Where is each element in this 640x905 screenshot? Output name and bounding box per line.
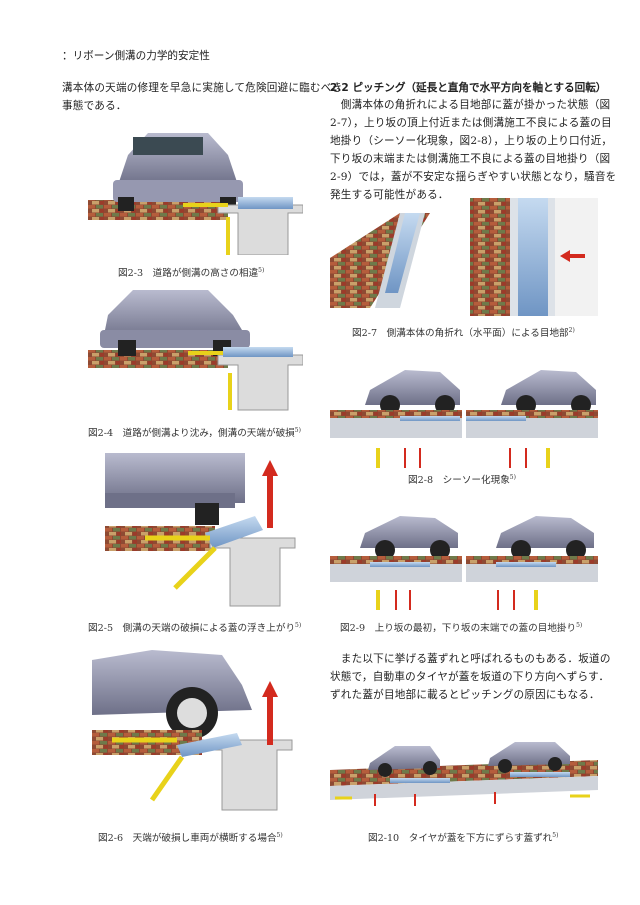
caption-text: シーソー化現象	[442, 475, 510, 486]
text-line: ずれた蓋が目地部に載るとピッチングの原因にもなる．	[330, 689, 600, 701]
text-line: 溝本体の天端の修理を早急に実施して危険回避に臨むべき	[62, 82, 343, 94]
reference-mark: 5)	[295, 621, 302, 629]
figure-label: 図2-6	[98, 833, 124, 844]
caption-text: 上り坂の最初，下り坂の末端での蓋の目地掛り	[374, 623, 577, 634]
figure-2-7-caption: 図2-7 側溝本体の角折れ（水平面）による目地部2)	[352, 325, 575, 339]
text-line: 2-9）では，蓋が不安定な揺らぎやすい状態となり，騒音を	[330, 171, 617, 183]
text-line: 2-7），上り坂の頂上付近または側溝施工不良による蓋の目	[330, 117, 612, 129]
figure-2-9-caption: 図2-9 上り坂の最初，下り坂の末端での蓋の目地掛り5)	[340, 620, 582, 634]
section-heading: 2.2 ピッチング（延長と直角で水平方向を軸とする回転）	[330, 82, 607, 94]
caption-text: タイヤが蓋を下方にずらす蓋ずれ	[408, 833, 553, 844]
figure-2-4-image	[88, 285, 303, 415]
figure-label: 図2-3	[118, 268, 144, 279]
reference-mark: 5)	[509, 473, 516, 481]
figure-2-3-image	[88, 125, 303, 255]
figure-2-10-caption: 図2-10 タイヤが蓋を下方にずらす蓋ずれ5)	[368, 830, 558, 844]
figure-label: 図2-8	[408, 475, 434, 486]
figure-label: 図2-10	[368, 833, 400, 844]
caption-text: 側溝の天端の破損による蓋の浮き上がり	[122, 623, 296, 634]
section-paragraph-1: 側溝本体の角折れによる目地部に蓋が掛かった状態（図 2-7），上り坂の頂上付近ま…	[330, 96, 616, 204]
figure-2-3-caption: 図2-3 道路が側溝の高さの相違5)	[118, 265, 264, 279]
section-paragraph-2: また以下に挙げる蓋ずれと呼ばれるものもある．坂道の 状態で，自動車のタイヤが蓋を…	[330, 650, 611, 704]
caption-text: 道路が側溝より沈み，側溝の天端が破損	[122, 428, 295, 439]
figure-2-8-caption: 図2-8 シーソー化現象5)	[408, 472, 516, 486]
figure-2-10-image	[330, 738, 598, 810]
reference-mark: 5)	[276, 831, 283, 839]
figure-2-6-caption: 図2-6 天端が破損し車両が横断する場合5)	[98, 830, 283, 844]
figure-2-4-caption: 図2-4 道路が側溝より沈み，側溝の天端が破損5)	[88, 425, 301, 439]
figure-2-7-image	[330, 198, 598, 318]
caption-text: 道路が側溝の高さの相違	[152, 268, 259, 279]
figure-label: 図2-5	[88, 623, 114, 634]
running-header: ：リボーン側溝の力学的安定性	[62, 50, 210, 62]
text-line: 下り坂の末端または側溝施工不良による蓋の目地掛り（図	[330, 153, 611, 165]
figure-2-5-image	[105, 448, 300, 608]
reference-mark: 2)	[568, 326, 575, 334]
text-line: 発生する可能性がある．	[330, 189, 449, 201]
text-line: 地掛り（シーソー化現象，図2-8），上り坂の上り口付近，	[330, 135, 613, 147]
figure-2-6-image	[92, 645, 297, 815]
reference-mark: 5)	[258, 266, 265, 274]
text-line: 側溝本体の角折れによる目地部に蓋が掛かった状態（図	[330, 99, 611, 111]
figure-2-5-caption: 図2-5 側溝の天端の破損による蓋の浮き上がり5)	[88, 620, 301, 634]
figure-label: 図2-4	[88, 428, 114, 439]
figure-label: 図2-9	[340, 623, 366, 634]
left-paragraph: 溝本体の天端の修理を早急に実施して危険回避に臨むべき 事態である．	[62, 79, 342, 115]
figure-2-8-image	[330, 360, 598, 470]
text-line: 事態である．	[62, 100, 127, 112]
reference-mark: 5)	[294, 426, 301, 434]
figure-label: 図2-7	[352, 328, 378, 339]
caption-text: 側溝本体の角折れ（水平面）による目地部	[386, 328, 569, 339]
caption-text: 天端が破損し車両が横断する場合	[132, 833, 277, 844]
text-line: また以下に挙げる蓋ずれと呼ばれるものもある．坂道の	[330, 653, 611, 665]
text-line: 状態で，自動車のタイヤが蓋を坂道の下り方向へずらす．	[330, 671, 610, 683]
figure-2-9-image	[330, 508, 598, 613]
reference-mark: 5)	[576, 621, 583, 629]
reference-mark: 5)	[552, 831, 559, 839]
